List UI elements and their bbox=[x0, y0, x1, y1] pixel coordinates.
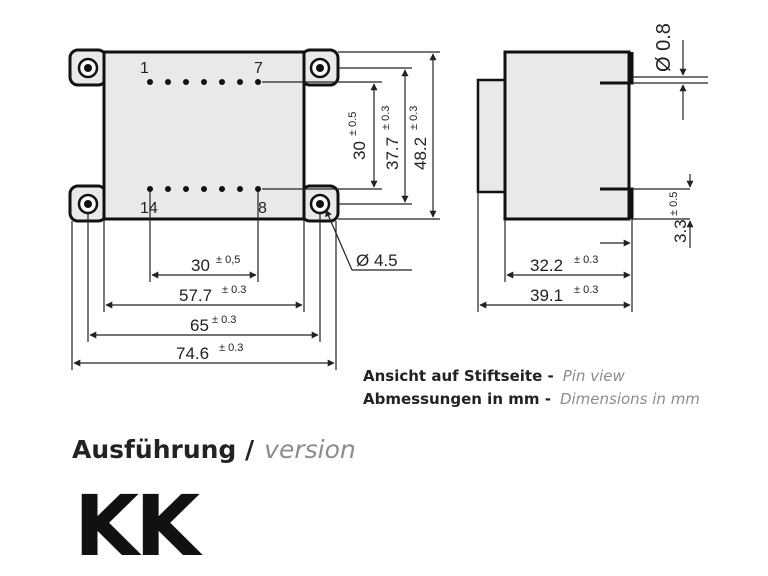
pin-label-14: 14 bbox=[140, 200, 158, 217]
transformer-body bbox=[102, 50, 306, 221]
dim-hole-pitch: 65 ± 0.3 bbox=[190, 314, 236, 335]
side-dimensions: Ø 0.8 3.3 ± 0.5 32.2 ± 0.3 39.1 ± 0.3 bbox=[477, 23, 694, 312]
svg-text:± 0.5: ± 0.5 bbox=[668, 192, 680, 216]
svg-text:Ausführung / version: Ausführung / version bbox=[72, 435, 356, 464]
svg-text:39.1: 39.1 bbox=[530, 286, 563, 305]
front-view: 1 7 14 8 bbox=[68, 48, 340, 223]
pin-label-8: 8 bbox=[258, 200, 267, 217]
svg-text:30: 30 bbox=[350, 141, 369, 160]
pin-row-top bbox=[147, 79, 261, 85]
dim-pin-row-horizontal: 30 ± 0,5 bbox=[191, 254, 240, 275]
hole-diameter-callout: Ø 4.5 bbox=[325, 209, 412, 271]
dim-overall-height: 48.2 ± 0.3 bbox=[408, 106, 430, 170]
side-mount-flange bbox=[476, 78, 508, 194]
dim-pin-diameter: Ø 0.8 bbox=[653, 23, 675, 72]
svg-text:± 0.3: ± 0.3 bbox=[222, 284, 246, 296]
dim-pin-length: 3.3 ± 0.5 bbox=[668, 192, 690, 243]
dim-body-width: 57.7 ± 0.3 bbox=[179, 284, 246, 305]
svg-text:57.7: 57.7 bbox=[179, 286, 212, 305]
svg-text:65: 65 bbox=[190, 316, 209, 335]
dim-side-body-depth: 32.2 ± 0.3 bbox=[530, 254, 598, 275]
svg-text:37.7: 37.7 bbox=[383, 137, 402, 170]
side-body bbox=[503, 50, 631, 221]
svg-text:32.2: 32.2 bbox=[530, 256, 563, 275]
pin-label-1: 1 bbox=[140, 60, 149, 77]
svg-text:74.6: 74.6 bbox=[176, 344, 209, 363]
svg-text:Ø 0.8: Ø 0.8 bbox=[653, 23, 675, 72]
svg-text:± 0,5: ± 0,5 bbox=[216, 254, 240, 266]
caption-line-1: Ansicht auf Stiftseite - Pin view bbox=[363, 367, 625, 385]
svg-text:± 0.3: ± 0.3 bbox=[380, 106, 392, 130]
caption: Ansicht auf Stiftseite - Pin view Abmess… bbox=[363, 367, 700, 408]
svg-text:48.2: 48.2 bbox=[411, 137, 430, 170]
dim-mount-vertical: 37.7 ± 0.3 bbox=[380, 106, 402, 170]
side-view bbox=[476, 50, 708, 221]
svg-text:± 0.5: ± 0.5 bbox=[347, 112, 359, 136]
dim-side-overall-depth: 39.1 ± 0.3 bbox=[530, 284, 598, 305]
version-code: KK bbox=[74, 477, 203, 575]
svg-text:± 0.3: ± 0.3 bbox=[219, 342, 243, 354]
version-label-italic: version bbox=[264, 435, 356, 464]
pin-row-bottom bbox=[147, 186, 261, 192]
vertical-dimensions: 30 ± 0.5 37.7 ± 0.3 48.2 ± 0.3 bbox=[262, 51, 440, 220]
version-heading: Ausführung / version bbox=[72, 435, 356, 464]
svg-text:± 0.3: ± 0.3 bbox=[212, 314, 236, 326]
dim-overall-width: 74.6 ± 0.3 bbox=[176, 342, 243, 363]
hole-diameter-label: Ø 4.5 bbox=[356, 251, 398, 270]
svg-text:± 0.3: ± 0.3 bbox=[408, 106, 420, 130]
svg-text:30: 30 bbox=[191, 256, 210, 275]
caption-line-2: Abmessungen in mm - Dimensions in mm bbox=[363, 390, 700, 408]
version-label: Ausführung / bbox=[72, 435, 255, 464]
horizontal-dimensions: 30 ± 0,5 57.7 ± 0.3 65 ± 0.3 74.6 ± 0.3 bbox=[71, 192, 337, 370]
pin-label-7: 7 bbox=[254, 60, 263, 77]
svg-text:3.3: 3.3 bbox=[671, 219, 690, 243]
dim-pin-row-vertical: 30 ± 0.5 bbox=[347, 112, 369, 160]
svg-text:± 0.3: ± 0.3 bbox=[574, 254, 598, 266]
svg-text:± 0.3: ± 0.3 bbox=[574, 284, 598, 296]
